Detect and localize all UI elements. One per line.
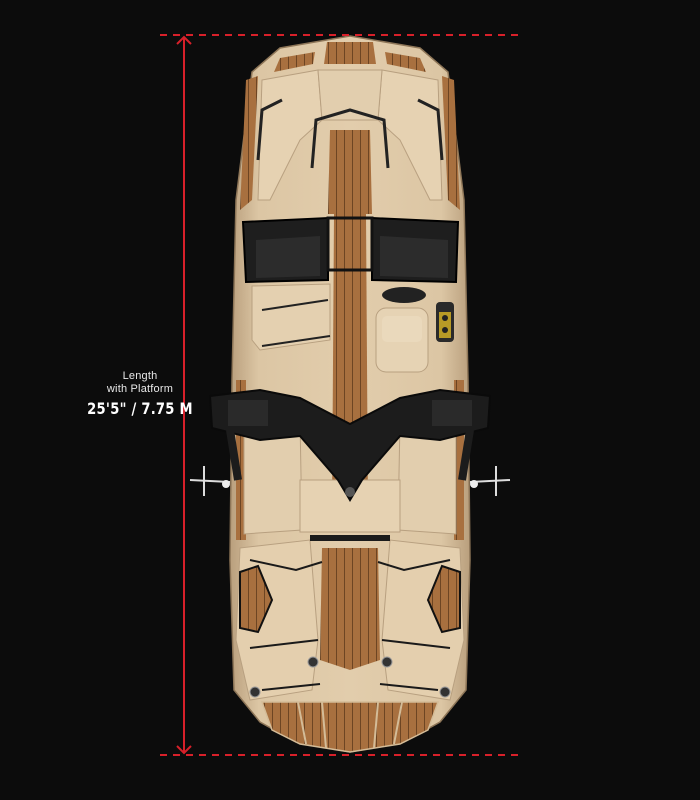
length-label: Length with Platform 25'5" / 7.75 M — [62, 370, 218, 418]
arrow-down-icon — [176, 745, 192, 755]
wake-tower — [208, 388, 492, 502]
length-subtitle: with Platform — [106, 383, 174, 395]
helm-console — [382, 287, 454, 342]
windshield — [241, 216, 460, 284]
arrow-up-icon — [176, 35, 192, 45]
length-title: Length — [122, 370, 158, 382]
swim-platform — [260, 701, 440, 753]
length-value: 25'5" / 7.75 M — [87, 399, 193, 418]
dimension-markers — [160, 34, 523, 756]
stern — [235, 535, 465, 701]
seating — [243, 283, 457, 535]
board-racks — [189, 466, 511, 496]
